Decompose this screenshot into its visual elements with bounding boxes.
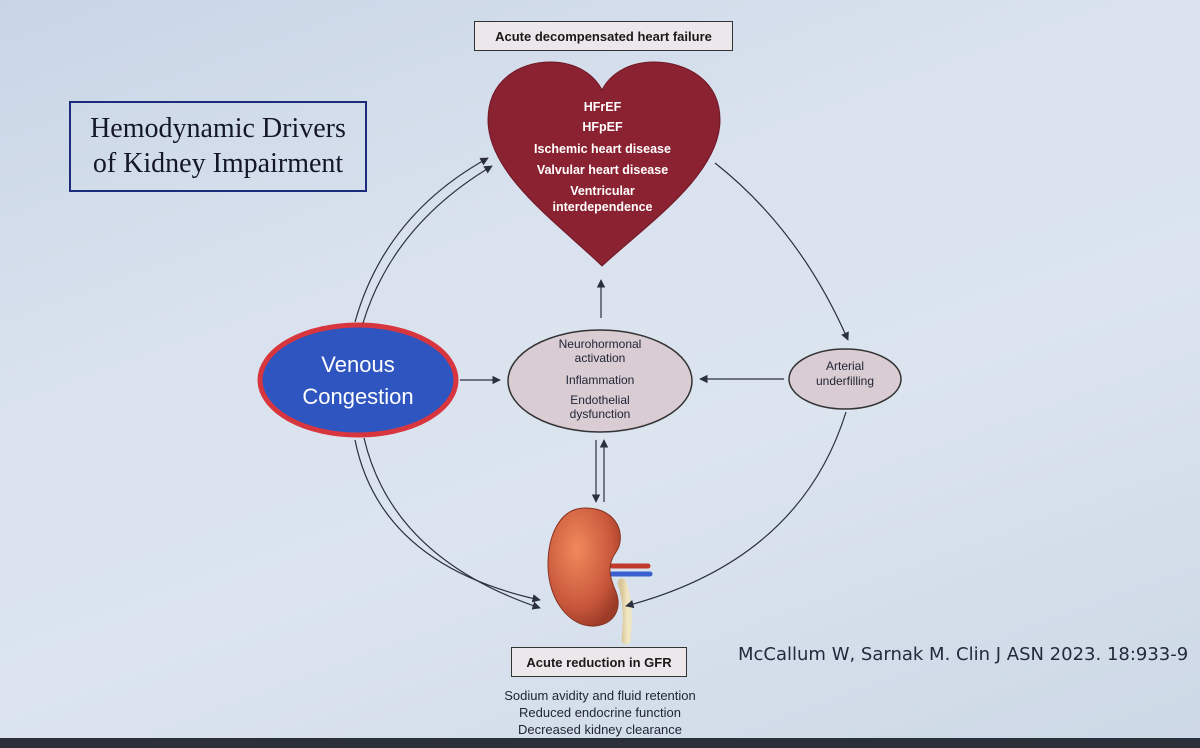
gfr-effect-2: Reduced endocrine function: [519, 705, 681, 720]
heart-item-interdependence: interdependence: [552, 200, 653, 214]
title-line-2: of Kidney Impairment: [92, 147, 344, 179]
venous-text-1: Venous: [321, 352, 395, 377]
arrow-venous-to-kidney-2: [363, 437, 541, 610]
screen-edge: [0, 738, 1200, 748]
center-oval-text-5: dysfunction: [569, 407, 631, 421]
arterial-text-1: Arterial: [825, 359, 864, 373]
heart-item-hfpef: HFpEF: [582, 120, 623, 134]
heart-item-hfref: HFrEF: [583, 100, 622, 114]
arrow-venous-to-heart: [354, 157, 489, 323]
center-oval-shape: [507, 329, 693, 433]
acute-heart-failure-label: Acute decompensated heart failure: [474, 21, 733, 51]
center-oval-text-2: activation: [574, 351, 626, 365]
center-oval-text-4: Endothelial: [570, 393, 630, 407]
kidney-icon: [547, 507, 653, 645]
heart-shape: [487, 61, 721, 267]
heart-item-ischemic: Ischemic heart disease: [534, 142, 671, 156]
slide-title: Hemodynamic Drivers of Kidney Impairment: [69, 101, 367, 192]
heart-item-valvular: Valvular heart disease: [536, 163, 669, 177]
center-oval-text-3: Inflammation: [565, 373, 635, 387]
arrow-heart-to-arterial: [714, 162, 849, 341]
gfr-reduction-label: Acute reduction in GFR: [511, 647, 687, 677]
right-oval-shape: [788, 348, 902, 410]
venous-text-2: Congestion: [302, 384, 414, 409]
heart-item-ventricular: Ventricular: [570, 184, 635, 198]
venous-congestion-shape: [257, 322, 459, 438]
title-line-1: Hemodynamic Drivers: [90, 113, 346, 145]
gfr-effect-1: Sodium avidity and fluid retention: [504, 688, 696, 703]
arrow-venous-to-heart-2: [362, 165, 493, 324]
arrow-venous-to-kidney: [354, 439, 541, 603]
citation: McCallum W, Sarnak M. Clin J ASN 2023. 1…: [738, 644, 1189, 665]
gfr-effect-3: Decreased kidney clearance: [517, 722, 683, 737]
center-oval-text-1: Neurohormonal: [558, 337, 642, 351]
arterial-text-2: underfilling: [815, 374, 875, 388]
arrow-arterial-to-kidney: [625, 411, 847, 609]
